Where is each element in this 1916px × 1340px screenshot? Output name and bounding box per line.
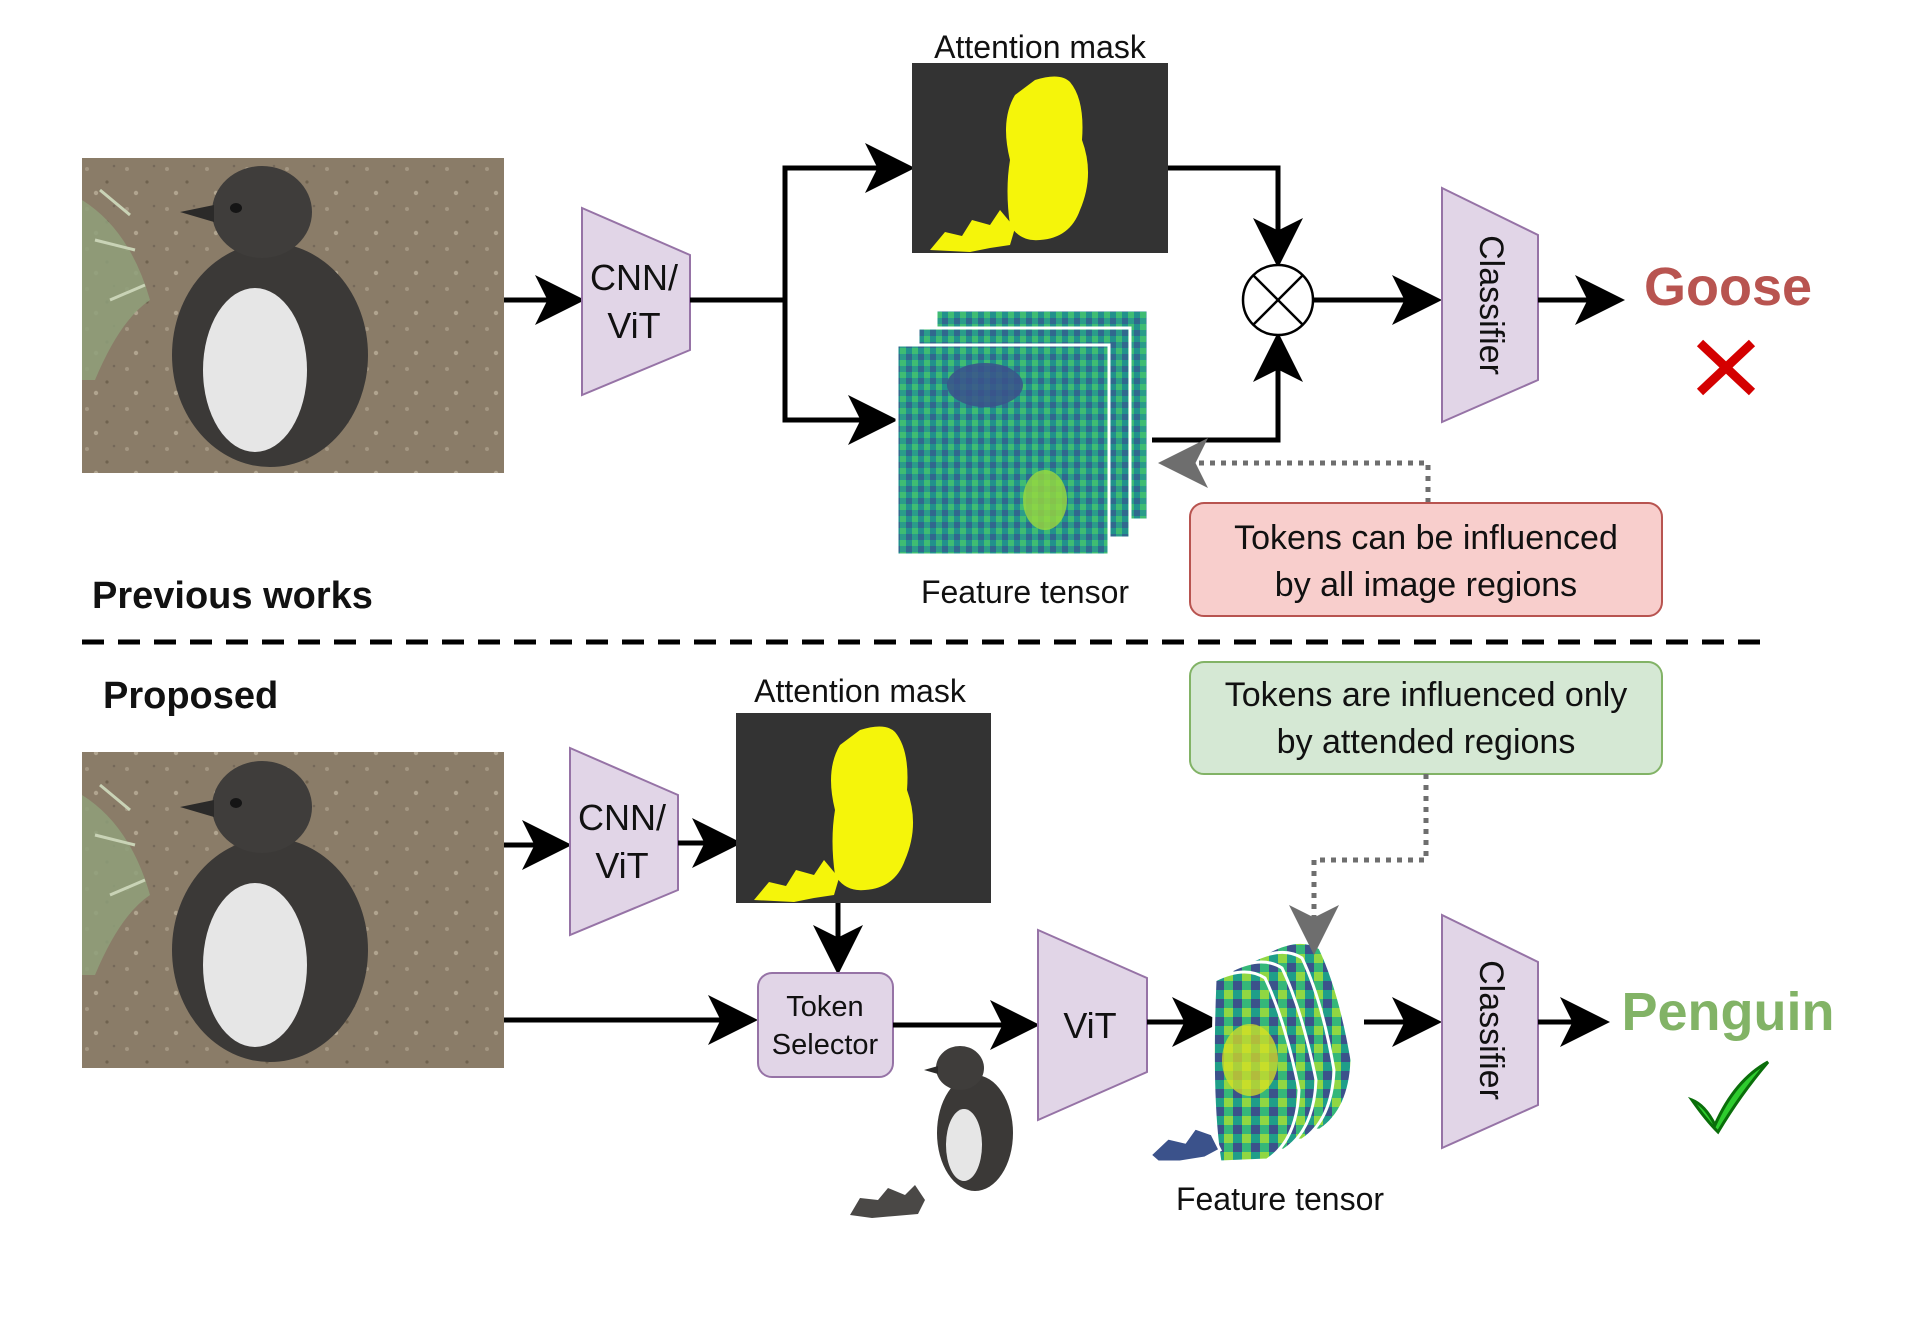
callout-previous-line2: by all image regions — [1275, 566, 1577, 604]
callout-proposed-line1: Tokens are influenced only — [1225, 676, 1628, 714]
cnn-vit-label-line2-bottom: ViT — [595, 845, 648, 886]
token-selector-label-line2: Selector — [772, 1029, 879, 1061]
attention-mask-image-top — [912, 63, 1168, 253]
attention-mask-label-top: Attention mask — [934, 29, 1147, 65]
cnn-vit-encoder-top: CNN/ ViT — [581, 206, 691, 397]
input-penguin-photo-bottom — [82, 752, 504, 1068]
section-heading-proposed: Proposed — [103, 675, 278, 717]
token-selector-label-line1: Token — [786, 991, 863, 1023]
vit-label: ViT — [1063, 1005, 1116, 1046]
feature-tensor-label-bottom: Feature tensor — [1176, 1181, 1384, 1217]
cross-icon — [1696, 339, 1756, 396]
feature-tensor-top — [895, 308, 1150, 557]
masked-penguin-cutout — [850, 1046, 1013, 1218]
vit-encoder: ViT — [1037, 928, 1148, 1122]
feature-tensor-masked — [1147, 940, 1354, 1164]
prediction-label-penguin: Penguin — [1622, 982, 1835, 1042]
cnn-vit-label-line1: CNN/ — [590, 257, 678, 298]
token-selector-block: Token Selector — [757, 972, 894, 1078]
callout-previous: Tokens can be influenced by all image re… — [1189, 502, 1663, 617]
input-penguin-photo-top — [82, 158, 504, 473]
classifier-block-top: Classifier — [1441, 186, 1539, 424]
classifier-block-bottom: Classifier — [1441, 913, 1539, 1150]
callout-proposed: Tokens are influenced only by attended r… — [1189, 661, 1663, 775]
callout-proposed-line2: by attended regions — [1277, 723, 1576, 761]
check-icon — [1687, 1060, 1770, 1135]
classifier-label-bottom: Classifier — [1472, 960, 1510, 1100]
section-heading-previous: Previous works — [92, 575, 373, 617]
cnn-vit-label-line1-bottom: CNN/ — [578, 797, 666, 838]
attention-mask-label-bottom: Attention mask — [754, 673, 967, 709]
cnn-vit-label-line2: ViT — [607, 305, 660, 346]
prediction-label-goose: Goose — [1644, 257, 1812, 317]
multiply-operator-icon — [1241, 263, 1315, 337]
attention-mask-image-bottom — [736, 713, 991, 903]
cnn-vit-encoder-bottom: CNN/ ViT — [569, 746, 679, 937]
feature-tensor-label-top: Feature tensor — [921, 574, 1129, 610]
callout-previous-line1: Tokens can be influenced — [1234, 519, 1618, 557]
classifier-label-top: Classifier — [1472, 235, 1510, 375]
